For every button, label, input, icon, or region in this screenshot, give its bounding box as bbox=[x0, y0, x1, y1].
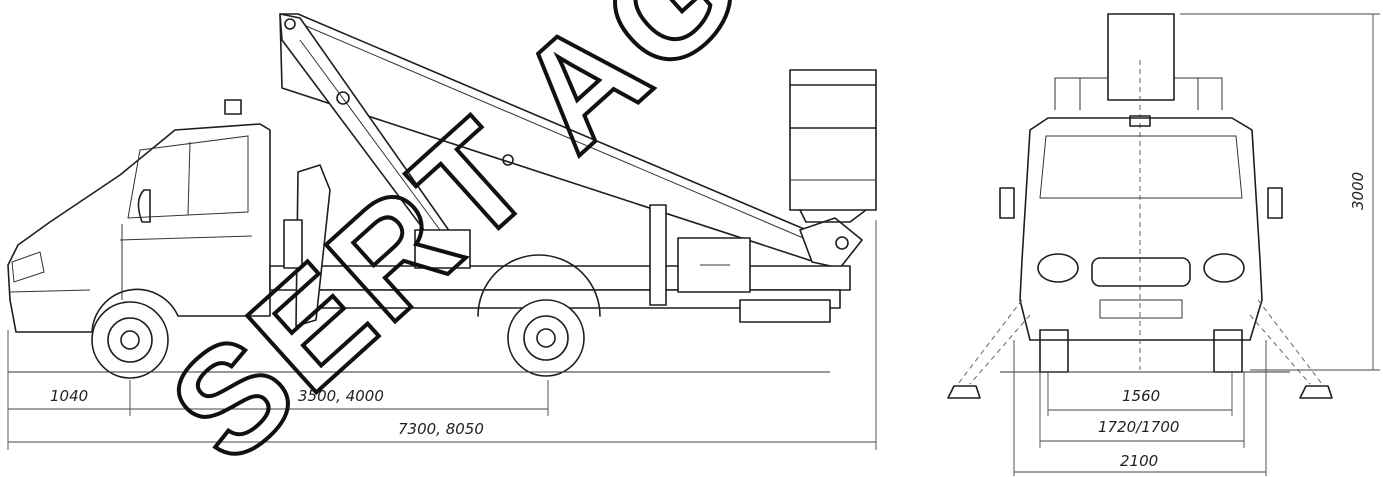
dim-front-overhang: 1040 bbox=[50, 387, 88, 405]
chassis bbox=[269, 164, 851, 327]
dim-height: 3000 bbox=[1349, 172, 1367, 210]
cab bbox=[7, 99, 271, 333]
front-wheel bbox=[91, 301, 169, 379]
side-view-truck bbox=[7, 13, 877, 379]
side-dimensions: 1040 3500, 4000 7300, 8050 bbox=[7, 220, 877, 450]
dim-overall-width: 2100 bbox=[1120, 452, 1158, 470]
platform-basket bbox=[789, 69, 877, 223]
dim-overall-length: 7300, 8050 bbox=[398, 420, 484, 438]
dim-wheelbase: 3500, 4000 bbox=[298, 387, 384, 405]
front-dimensions: 3000 1560 1720/1700 2100 bbox=[1013, 13, 1380, 476]
dim-outrigger-width: 1720/1700 bbox=[1098, 418, 1179, 436]
dim-track: 1560 bbox=[1122, 387, 1160, 405]
boom bbox=[279, 13, 863, 269]
front-view-truck bbox=[947, 13, 1333, 399]
rear-wheel bbox=[507, 299, 585, 377]
